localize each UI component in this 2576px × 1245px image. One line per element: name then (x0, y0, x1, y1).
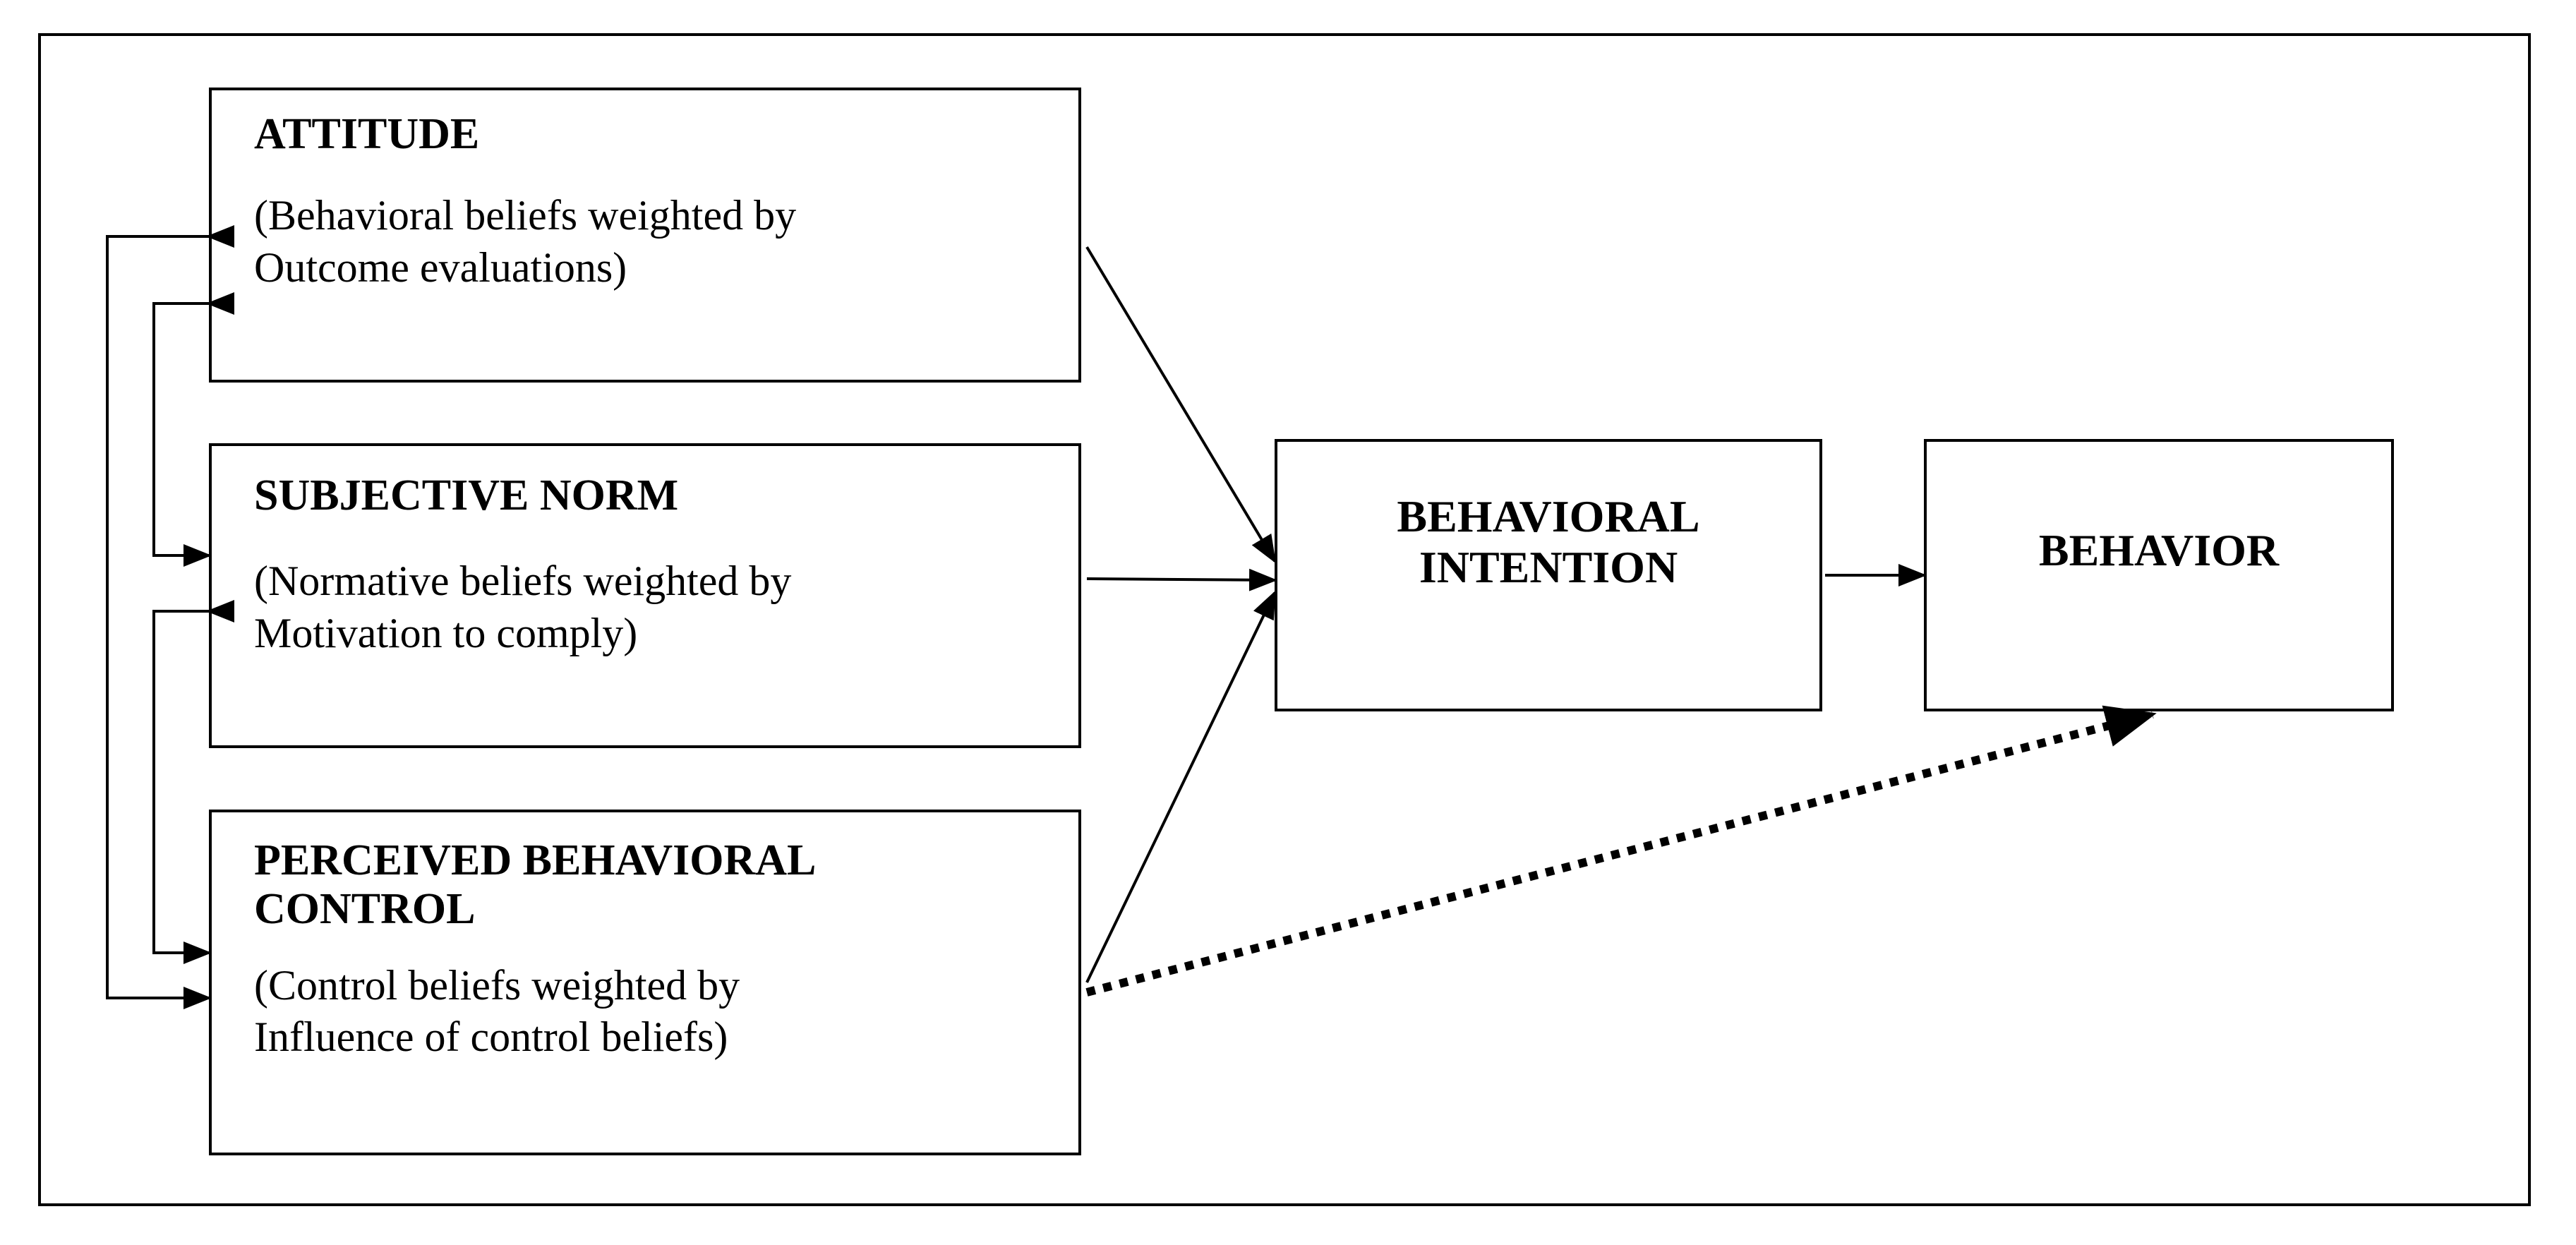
attitude-description: (Behavioral beliefs weighted by Outcome … (254, 192, 797, 291)
perceived-behavioral-control-title: PERCEIVED BEHAVIORAL CONTROL (254, 836, 817, 934)
subjective-norm-box: SUBJECTIVE NORM (Normative beliefs weigh… (209, 443, 1081, 748)
attitude-box: ATTITUDE (Behavioral beliefs weighted by… (209, 88, 1081, 383)
behavior-title: BEHAVIOR (2038, 525, 2280, 575)
correlation-line-attitude-pbc (106, 225, 234, 1009)
perceived-behavioral-control-box: PERCEIVED BEHAVIORAL CONTROL (Control be… (209, 810, 1081, 1155)
arrow-pbc-to-intention (1085, 590, 1276, 983)
correlation-line-norm-pbc (152, 600, 234, 964)
arrow-norm-to-intention (1086, 568, 1277, 591)
diagram-frame (38, 33, 2531, 1206)
behavior-box: BEHAVIOR (1924, 439, 2394, 711)
perceived-behavioral-control-description: (Control beliefs weighted by Influence o… (254, 961, 740, 1061)
subjective-norm-description: (Normative beliefs weighted by Motivatio… (254, 558, 792, 656)
attitude-title: ATTITUDE (254, 110, 480, 158)
arrow-attitude-to-intention (1085, 246, 1277, 564)
subjective-norm-title: SUBJECTIVE NORM (254, 471, 679, 519)
dotted-arrow-pbc-to-behavior (1085, 705, 2157, 997)
behavioral-intention-box: BEHAVIORAL INTENTION (1275, 439, 1822, 711)
behavioral-intention-title: BEHAVIORAL INTENTION (1397, 491, 1700, 592)
correlation-line-attitude-norm (152, 292, 234, 567)
